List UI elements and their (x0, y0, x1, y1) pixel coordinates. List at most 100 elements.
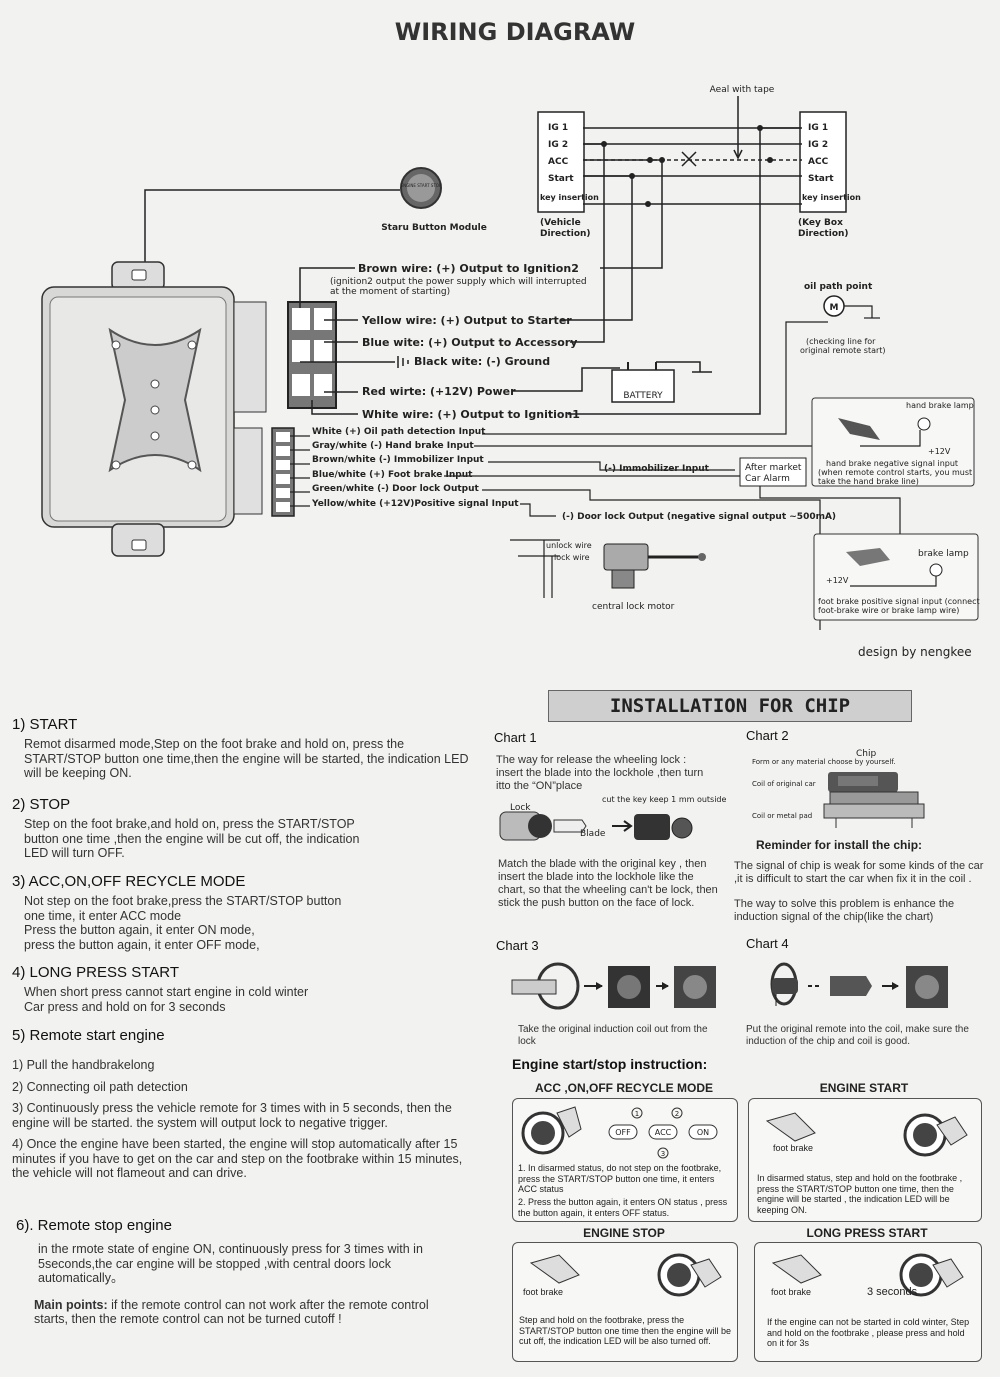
form-label: Form or any material choose by yourself. (752, 758, 895, 766)
oil-path-point: oil path point M (checking line for orig… (800, 282, 886, 355)
step-number: 1 (635, 1110, 639, 1118)
aftermarket-alarm: After market Car Alarm (739, 457, 807, 487)
section-text: Step on the foot brake,and hold on, pres… (24, 817, 360, 860)
wire-label: Brown wire: (+) Output to Ignition2 (358, 262, 579, 275)
panel-text: Step and hold on the footbrake, press th… (519, 1315, 731, 1346)
chart-text: Take the original induction coil out fro… (518, 1024, 708, 1047)
wiring-diagram: WIRING DIAGRAW ENGINE START STOP Staru B… (41, 18, 980, 659)
alarm-label: After market (745, 463, 802, 473)
voltage-label: +12V (826, 576, 849, 585)
section-text: Press the button again, it enter ON mode… (24, 923, 255, 937)
immobilizer-label: (-) Immobilizer Input (604, 464, 710, 474)
vehicle-connector: IG 1 IG 2 ACC Start key insertion (Vehic… (537, 111, 599, 239)
keybox-connector: IG 1 IG 2 ACC Start key insertion (Key B… (798, 111, 861, 239)
central-lock-motor: unlock wire lock wire central lock motor (546, 541, 706, 612)
remote-start-section: 5) Remote start engine 1) Pull the handb… (12, 1027, 482, 1188)
step-number: 3 (661, 1150, 665, 1158)
panel-title: ENGINE STOP (583, 1226, 665, 1240)
chart-text: Match the blade with the original key , … (498, 858, 718, 909)
section-text: press the button again, it enter OFF mod… (24, 937, 260, 952)
chart-text: Put the original remote into the coil, m… (746, 1024, 969, 1047)
mode-acc: ACC (655, 1128, 672, 1137)
list-item: 4) Once the engine have been started, th… (12, 1137, 463, 1180)
blade-label: Blade (580, 829, 606, 839)
voltage-label: +12V (928, 447, 951, 456)
step-number: 2 (675, 1110, 679, 1118)
oil-note: original remote start) (800, 346, 886, 355)
connector-pin: IG 1 (548, 123, 568, 133)
section-title: 6). Remote stop engine (16, 1217, 172, 1234)
connector-caption: (Vehicle (540, 218, 581, 228)
connector-caption: Direction) (540, 229, 591, 239)
section-text: in the rmote state of engine ON, continu… (38, 1242, 423, 1285)
central-lock-label: central lock motor (592, 602, 675, 612)
lock-wire-label: lock wire (554, 553, 590, 562)
wire-label: Yellow wire: (+) Output to Starter (361, 314, 572, 327)
stop-section: 2) STOP Step on the foot brake,and hold … (12, 796, 362, 861)
handbrake-lamp-label: hand brake lamp (906, 401, 974, 410)
connector-pin: ACC (548, 157, 569, 167)
list-item: 2) Connecting oil path detection (12, 1079, 188, 1094)
connector-pin: IG 2 (808, 140, 828, 150)
connector-pin: key insertion (802, 193, 861, 202)
handbrake-note: hand brake negative signal input (826, 459, 958, 468)
motor-symbol: M (830, 303, 839, 313)
section-title: 3) ACC,ON,OFF RECYCLE MODE (12, 873, 246, 890)
page-title: WIRING DIAGRAW (395, 18, 636, 46)
wire-label: Black wite: (-) Ground (414, 355, 550, 368)
button-face-text: ENGINE START STOP (401, 183, 442, 188)
control-module (41, 261, 267, 557)
connector-caption: (Key Box (798, 218, 843, 228)
list-item: 1) Pull the handbrakelong (12, 1058, 155, 1072)
section-title: 4) LONG PRESS START (12, 964, 179, 981)
unlock-wire-label: unlock wire (546, 541, 592, 550)
main-points: Main points: if the remote control can n… (34, 1298, 456, 1327)
section-text: When short press cannot start engine in … (24, 985, 309, 999)
reminder-text: The signal of chip is weak for some kind… (734, 860, 984, 885)
foot-brake-label: foot brake (523, 1287, 564, 1297)
lock-label: Lock (510, 803, 531, 813)
chart-title: Chart 1 (494, 730, 537, 745)
connector-pin: Start (548, 174, 574, 184)
handbrake-note: (when remote control starts, you must (818, 468, 972, 477)
wire-label: White (+) Oil path detection Input (312, 427, 486, 437)
wire-label: Gray/white (-) Hand brake Input (312, 441, 474, 451)
battery: BATTERY (611, 361, 712, 403)
footbrake-box: brake lamp +12V foot brake positive sign… (813, 533, 980, 621)
section-text: Car press and hold on for 3 seconds (24, 999, 226, 1014)
foot-brake-label: foot brake (771, 1287, 812, 1297)
chart3-illustration (511, 962, 716, 1010)
handbrake-box: hand brake lamp +12V hand brake negative… (811, 397, 975, 487)
long-press-section: 4) LONG PRESS START When short press can… (12, 964, 412, 1014)
chart-title: Chart 4 (746, 936, 789, 951)
acc-illustration: OFF ACC ON 1 2 3 (521, 1106, 718, 1159)
chart-title: Chart 2 (746, 728, 789, 743)
wire-label: Green/white (-) Door lock Output (312, 484, 480, 494)
start-section: 1) START Remot disarmed mode,Step on the… (12, 716, 482, 781)
metal-label: Coil or metal pad (752, 812, 812, 820)
chip-banner: INSTALLATION FOR CHIP (548, 690, 912, 722)
panel-title: LONG PRESS START (806, 1226, 928, 1240)
power-connector (287, 301, 337, 409)
connector-pin: IG 2 (548, 140, 568, 150)
section-text: Not step on the foot brake,press the STA… (24, 894, 342, 923)
panel-title: ACC ,ON,OFF RECYCLE MODE (534, 1081, 713, 1095)
chart-text: The way for release the wheeling lock : … (496, 754, 704, 792)
section-title: 5) Remote start engine (12, 1027, 165, 1044)
wire-label: Yellow/white (+12V)Positive signal Input (311, 499, 519, 509)
stop-illustration (529, 1253, 722, 1297)
junction-dots (601, 125, 773, 207)
ignition-lines (583, 96, 802, 205)
connector-pin: key insertion (540, 193, 599, 202)
wire-label: Red wirte: (+12V) Power (362, 385, 516, 398)
panel-text: 1. In disarmed status, do not step on th… (518, 1163, 722, 1194)
connector-pin: ACC (808, 157, 829, 167)
brake-lamp-label: brake lamp (918, 549, 969, 559)
oil-note: (checking line for (806, 337, 876, 346)
panel-text: 2. Press the button again, it enters ON … (518, 1197, 728, 1218)
engine-start-panel: foot brake In disarmed status, step and … (748, 1098, 982, 1222)
panel-text: If the engine can not be started in cold… (767, 1317, 970, 1348)
start-button-module: ENGINE START STOP Staru Button Module (381, 167, 487, 233)
battery-label: BATTERY (623, 391, 663, 401)
connector-caption: Direction) (798, 229, 849, 239)
